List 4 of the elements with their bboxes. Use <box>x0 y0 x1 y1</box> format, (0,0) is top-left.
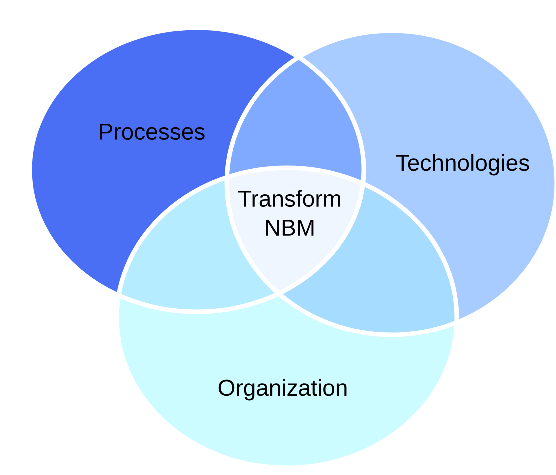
region-label: Organization <box>218 379 347 401</box>
region-label: Technologies <box>396 154 530 176</box>
region-label: Transform NBM <box>238 190 340 236</box>
region-label: Processes <box>100 124 205 140</box>
